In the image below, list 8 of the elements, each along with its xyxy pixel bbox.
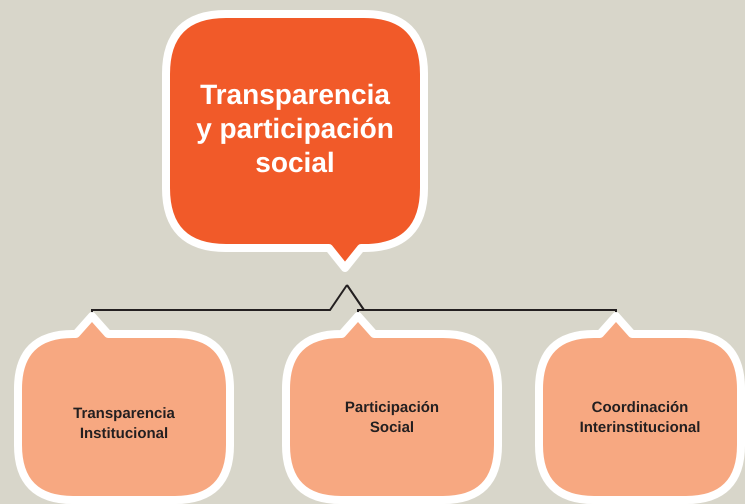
node-label: Coordinación Interinstitucional xyxy=(578,398,702,438)
speech-bubble xyxy=(282,312,502,504)
speech-bubble xyxy=(162,10,428,272)
node-label: Participación Social xyxy=(344,398,440,438)
speech-bubble xyxy=(14,312,234,504)
node-label: Transparencia Institucional xyxy=(72,404,176,444)
speech-bubble xyxy=(535,312,745,504)
node-label: Transparencia y participación social xyxy=(196,78,394,180)
